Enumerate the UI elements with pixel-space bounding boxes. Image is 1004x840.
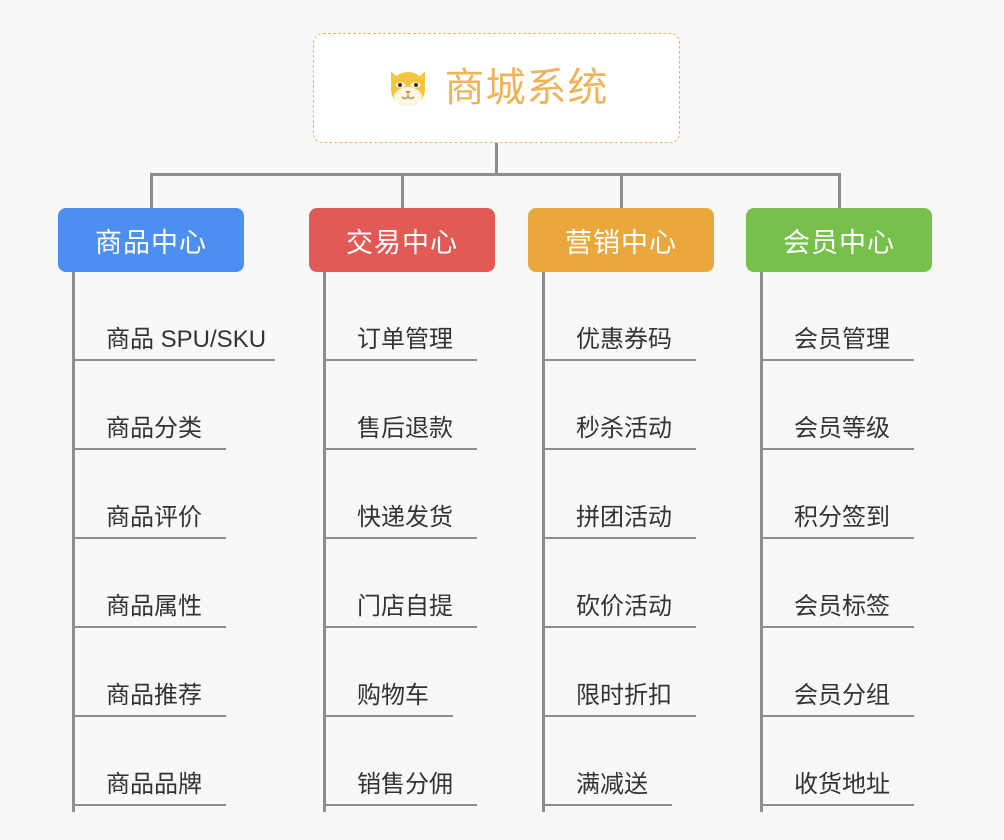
leaf-item[interactable]: 秒杀活动 bbox=[542, 361, 696, 450]
leaf-item[interactable]: 优惠券码 bbox=[542, 272, 696, 361]
leaf-label: 秒杀活动 bbox=[576, 414, 672, 442]
connector-horizontal-bus bbox=[150, 173, 840, 176]
leaf-label: 销售分佣 bbox=[357, 770, 453, 798]
leaf-label: 快递发货 bbox=[357, 503, 453, 531]
leaf-item[interactable]: 收货地址 bbox=[760, 717, 914, 806]
leaf-item[interactable]: 商品属性 bbox=[72, 539, 226, 628]
leaf-label: 会员管理 bbox=[794, 325, 890, 353]
branch-header-2-label: 交易中心 bbox=[346, 227, 458, 258]
connector-drop-4 bbox=[838, 173, 841, 210]
leaf-item[interactable]: 会员管理 bbox=[760, 272, 914, 361]
leaf-item[interactable]: 会员分组 bbox=[760, 628, 914, 717]
connector-drop-1 bbox=[150, 173, 153, 210]
leaf-label: 商品推荐 bbox=[106, 681, 202, 709]
connector-drop-2 bbox=[401, 173, 404, 210]
branch-spine-3 bbox=[542, 272, 545, 812]
leaf-label: 积分签到 bbox=[794, 503, 890, 531]
branch-header-4[interactable]: 会员中心 bbox=[746, 208, 932, 272]
connector-drop-3 bbox=[620, 173, 623, 210]
leaf-label: 商品评价 bbox=[106, 503, 202, 531]
leaf-label: 限时折扣 bbox=[576, 681, 672, 709]
leaf-item[interactable]: 砍价活动 bbox=[542, 539, 696, 628]
leaf-label: 订单管理 bbox=[357, 325, 453, 353]
leaf-label: 商品分类 bbox=[106, 414, 202, 442]
leaf-item[interactable]: 限时折扣 bbox=[542, 628, 696, 717]
leaf-label: 商品属性 bbox=[106, 592, 202, 620]
leaf-item[interactable]: 销售分佣 bbox=[323, 717, 477, 806]
leaf-label: 售后退款 bbox=[357, 414, 453, 442]
leaf-label: 商品品牌 bbox=[106, 770, 202, 798]
leaf-item[interactable]: 会员标签 bbox=[760, 539, 914, 628]
leaf-label: 会员等级 bbox=[794, 414, 890, 442]
branch-header-1[interactable]: 商品中心 bbox=[58, 208, 244, 272]
leaf-label: 满减送 bbox=[576, 770, 648, 798]
leaf-label: 门店自提 bbox=[357, 592, 453, 620]
branch-header-3[interactable]: 营销中心 bbox=[528, 208, 714, 272]
leaf-item[interactable]: 商品品牌 bbox=[72, 717, 226, 806]
leaf-label: 商品 SPU/SKU bbox=[106, 325, 267, 353]
leaf-item[interactable]: 商品 SPU/SKU bbox=[72, 272, 275, 361]
leaf-item[interactable]: 满减送 bbox=[542, 717, 672, 806]
leaf-item[interactable]: 门店自提 bbox=[323, 539, 477, 628]
leaf-label: 优惠券码 bbox=[576, 325, 672, 353]
leaf-item[interactable]: 商品分类 bbox=[72, 361, 226, 450]
leaf-item[interactable]: 购物车 bbox=[323, 628, 453, 717]
leaf-label: 收货地址 bbox=[794, 770, 890, 798]
leaf-item[interactable]: 商品推荐 bbox=[72, 628, 226, 717]
leaf-label: 会员标签 bbox=[794, 592, 890, 620]
leaf-label: 拼团活动 bbox=[576, 503, 672, 531]
branch-spine-1 bbox=[72, 272, 75, 812]
shiba-dog-face-icon bbox=[385, 65, 431, 111]
leaf-item[interactable]: 商品评价 bbox=[72, 450, 226, 539]
connector-root-stub bbox=[495, 143, 498, 175]
branch-spine-4 bbox=[760, 272, 763, 812]
leaf-item[interactable]: 快递发货 bbox=[323, 450, 477, 539]
branch-header-4-label: 会员中心 bbox=[783, 227, 895, 258]
root-node[interactable]: 商城系统 bbox=[313, 33, 680, 143]
branch-header-2[interactable]: 交易中心 bbox=[309, 208, 495, 272]
leaf-label: 会员分组 bbox=[794, 681, 890, 709]
branch-header-1-label: 商品中心 bbox=[95, 227, 207, 258]
leaf-item[interactable]: 售后退款 bbox=[323, 361, 477, 450]
leaf-label: 砍价活动 bbox=[576, 592, 672, 620]
branch-spine-2 bbox=[323, 272, 326, 812]
root-title: 商城系统 bbox=[444, 66, 609, 110]
leaf-item[interactable]: 拼团活动 bbox=[542, 450, 696, 539]
branch-header-3-label: 营销中心 bbox=[565, 227, 677, 258]
leaf-item[interactable]: 积分签到 bbox=[760, 450, 914, 539]
leaf-item[interactable]: 会员等级 bbox=[760, 361, 914, 450]
leaf-item[interactable]: 订单管理 bbox=[323, 272, 477, 361]
leaf-label: 购物车 bbox=[357, 681, 429, 709]
